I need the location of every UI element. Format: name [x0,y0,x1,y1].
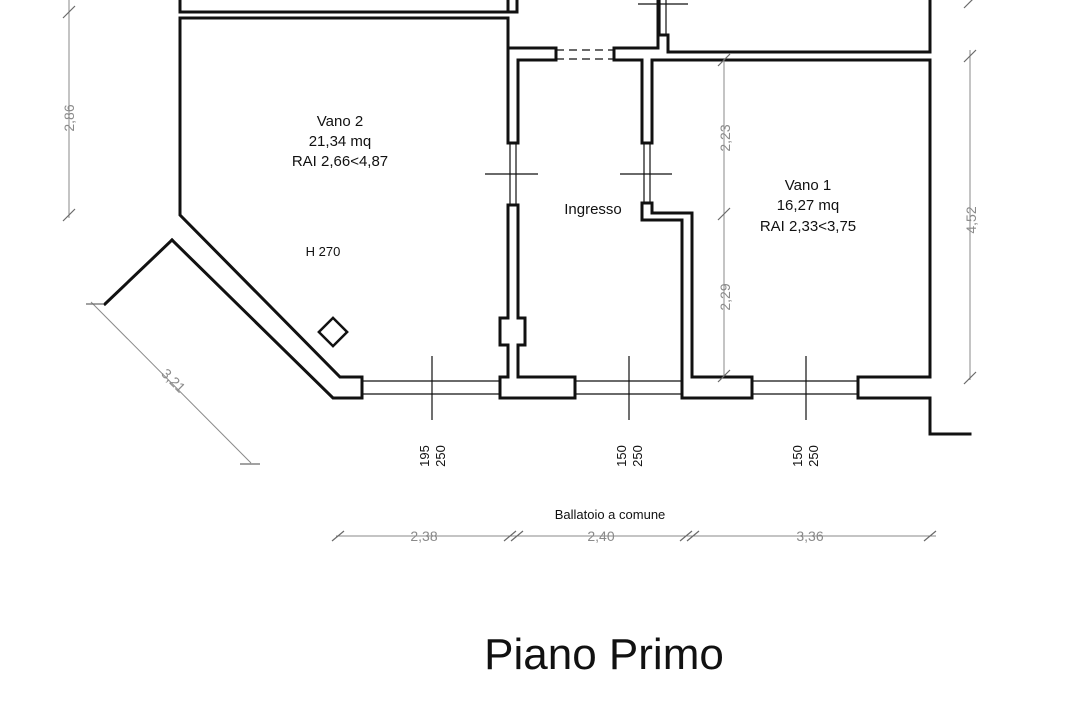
vano1-rai: RAI 2,33<3,75 [760,218,856,235]
wall-vano2-left [178,16,364,379]
dim-left-top: 2,86 [61,104,77,131]
room-labels: Vano 2 21,34 mq RAI 2,66<4,87 H 270 Ingr… [292,113,856,259]
dim-right-inner-bottom: 2,29 [717,283,733,310]
doorway-dashed [556,49,614,60]
wall-top-left [178,0,519,14]
door-openings [485,0,688,205]
dim-right-outer: 4,52 [963,206,979,233]
vano2-name: Vano 2 [317,113,363,130]
wall-diagonal-outer [169,237,364,400]
dim-bottom-1: 2,38 [410,528,437,544]
window-openings [362,356,858,420]
window-1-width: 195 [417,445,432,467]
ingresso-name: Ingresso [564,201,622,218]
window-labels: 195 250 150 250 150 250 [417,445,821,467]
window-3-width: 150 [790,445,805,467]
wall-vano1-outer [612,46,972,436]
dimension-labels: 2,86 3,21 4,52 2,23 2,29 2,38 2,40 3,36 [61,104,979,544]
walls [102,0,972,436]
vano1-name: Vano 1 [785,177,831,194]
balcony-label: Ballatoio a comune [555,507,666,522]
dim-bottom-2: 2,40 [587,528,614,544]
vano2-area: 21,34 mq [309,133,372,150]
dim-right-inner-top: 2,23 [717,124,733,151]
wall-diagonal-stub [102,237,175,307]
flue-symbol [317,316,349,348]
wall-top-right [656,0,932,54]
vano1-area: 16,27 mq [777,197,840,214]
window-2-height: 250 [630,445,645,467]
window-2-width: 150 [614,445,629,467]
vano2-rai: RAI 2,66<4,87 [292,153,388,170]
dimension-lines [62,0,977,542]
window-1-height: 250 [433,445,448,467]
dim-left-diagonal: 3,21 [158,365,189,396]
dim-bottom-3: 3,36 [796,528,823,544]
window-3-height: 250 [806,445,821,467]
vano2-height: H 270 [306,244,341,259]
floor-title: Piano Primo [484,630,724,679]
